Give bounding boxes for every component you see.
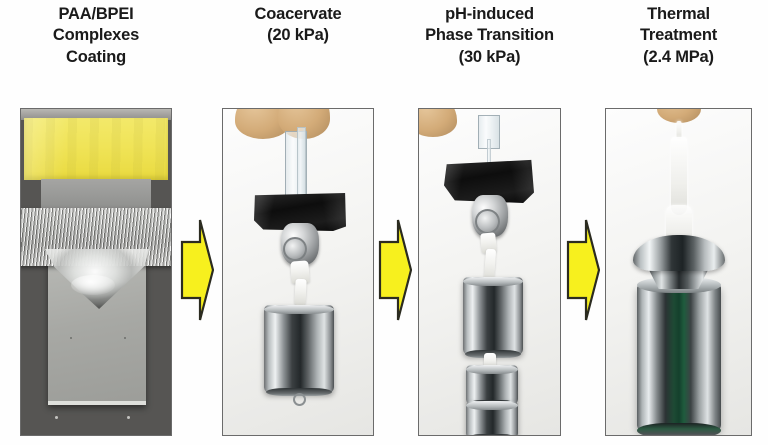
panel-ph-induced-phase-transition: pH-induced Phase Transition (30 kPa): [418, 0, 561, 445]
substrate-upper-edge: [41, 179, 151, 209]
bench-mark: [55, 416, 58, 419]
photo-coacervate: [222, 108, 374, 436]
adhesive-strand: [294, 278, 307, 306]
panel-title-line: PAA/BPEI: [58, 5, 134, 23]
weight-hook: [293, 393, 306, 406]
adhesive-bead-highlight: [71, 275, 115, 295]
panel-title-line: Coacervate: [254, 5, 342, 23]
panel-thermal-treatment: Thermal Treatment (2.4 MPa): [605, 0, 752, 445]
photo-coating: [20, 108, 172, 436]
weight-cylinder: [264, 305, 334, 396]
plate-mark: [70, 337, 72, 339]
clamp-ring: [283, 237, 307, 261]
arrow-phase-transition-to-thermal: [566, 216, 600, 324]
panel-title-coating: PAA/BPEI Complexes Coating: [2, 4, 190, 68]
panel-title-line: pH-induced: [445, 5, 534, 23]
panel-title-line: Thermal: [647, 5, 710, 23]
panel-title-phase-transition: pH-induced Phase Transition (30 kPa): [400, 4, 579, 68]
clamp-ring: [475, 209, 500, 234]
weight-disc-middle: [466, 365, 518, 408]
panel-title-line: Coating: [65, 47, 126, 66]
panel-coacervate: Coacervate (20 kPa): [222, 0, 374, 445]
yellow-tape: [24, 118, 168, 180]
arrow-coating-to-coacervate: [180, 216, 214, 324]
panel-paa-bpei-complexes-coating: PAA/BPEI Complexes Coating: [20, 0, 172, 445]
finger: [656, 109, 701, 123]
weight-disc-lower: [466, 401, 518, 435]
photo-thermal-treatment: [605, 108, 752, 436]
weight-cylinder-upper: [463, 277, 523, 358]
plate-mark: [124, 337, 126, 339]
weight-knob-head: [632, 235, 725, 271]
panel-title-line: (30 kPa): [458, 47, 521, 66]
adhesive-strand-upper: [676, 121, 681, 139]
panel-title-line: (20 kPa): [267, 26, 329, 45]
panel-title-thermal-treatment: Thermal Treatment (2.4 MPa): [587, 4, 768, 68]
adhesive-strand: [670, 137, 687, 215]
bench-top-strip: [21, 109, 171, 120]
panel-title-coacervate: Coacervate (20 kPa): [204, 4, 392, 47]
bench-mark: [127, 416, 130, 419]
photo-phase-transition: [418, 108, 561, 436]
weight-knob-neck: [647, 267, 710, 289]
panel-title-line: Treatment: [639, 26, 718, 45]
arrow-coacervate-to-phase-transition: [378, 216, 412, 324]
panel-title-line: (2.4 MPa): [643, 47, 714, 66]
panel-title-line: Phase Transition: [425, 26, 554, 45]
weight-body: [636, 277, 721, 435]
panel-title-line: Complexes: [52, 26, 140, 45]
